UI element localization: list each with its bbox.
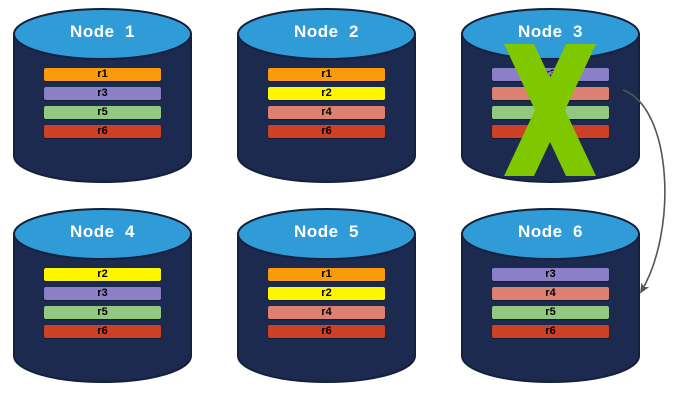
replica-bar[interactable]: r6 <box>492 325 609 338</box>
replica-bar[interactable]: r3 <box>492 68 609 81</box>
replica-bar[interactable]: r4 <box>492 87 609 100</box>
replica-label: r1 <box>321 268 332 280</box>
replica-label: r6 <box>545 325 556 337</box>
replica-list: r1 r2 r4 r6 <box>268 68 385 144</box>
replica-bar[interactable]: r1 <box>268 68 385 81</box>
replica-bar[interactable]: r4 <box>492 287 609 300</box>
replica-list: r1 r3 r5 r6 <box>44 68 161 144</box>
replica-bar[interactable]: r6 <box>268 125 385 138</box>
replica-bar[interactable]: r4 <box>268 306 385 319</box>
replica-label: r2 <box>321 287 332 299</box>
replica-label: r4 <box>321 106 332 118</box>
cylinder-top <box>461 8 640 60</box>
replica-list: r3 r4 r5 r6 <box>492 268 609 344</box>
replica-list: r1 r2 r4 r6 <box>268 268 385 344</box>
replica-bar[interactable]: r5 <box>44 306 161 319</box>
replica-label: r6 <box>545 125 556 137</box>
replica-list: r2 r3 r5 r6 <box>44 268 161 344</box>
replica-label: r5 <box>545 306 556 318</box>
replica-label: r3 <box>97 287 108 299</box>
replica-label: r6 <box>321 325 332 337</box>
replica-bar[interactable]: r3 <box>44 87 161 100</box>
replica-bar[interactable]: r6 <box>492 125 609 138</box>
replica-label: r5 <box>97 106 108 118</box>
replica-label: r3 <box>97 87 108 99</box>
replica-bar[interactable]: r6 <box>268 325 385 338</box>
cylinder-top <box>13 208 192 260</box>
replica-bar[interactable]: r6 <box>44 325 161 338</box>
replica-bar[interactable]: r2 <box>268 87 385 100</box>
replica-label: r1 <box>97 68 108 80</box>
replica-bar[interactable]: r2 <box>44 268 161 281</box>
cylinder-top <box>461 208 640 260</box>
replica-label: r5 <box>545 106 556 118</box>
cylinder-top <box>237 8 416 60</box>
replica-bar[interactable]: r5 <box>44 106 161 119</box>
replica-list: r3 r4 r5 r6 <box>492 68 609 144</box>
replica-bar[interactable]: r5 <box>492 306 609 319</box>
replica-bar[interactable]: r5 <box>492 106 609 119</box>
replica-label: r6 <box>97 325 108 337</box>
replica-bar[interactable]: r6 <box>44 125 161 138</box>
replica-bar[interactable]: r3 <box>492 268 609 281</box>
replica-label: r3 <box>545 268 556 280</box>
replica-label: r2 <box>97 268 108 280</box>
replica-label: r6 <box>97 125 108 137</box>
replica-bar[interactable]: r3 <box>44 287 161 300</box>
replica-label: r2 <box>321 87 332 99</box>
replica-bar[interactable]: r1 <box>44 68 161 81</box>
cylinder-top <box>237 208 416 260</box>
replica-label: r4 <box>545 287 556 299</box>
replica-bar[interactable]: r2 <box>268 287 385 300</box>
replica-label: r4 <box>545 87 556 99</box>
replica-label: r1 <box>321 68 332 80</box>
replica-label: r3 <box>545 68 556 80</box>
replica-bar[interactable]: r1 <box>268 268 385 281</box>
replica-label: r6 <box>321 125 332 137</box>
replica-bar[interactable]: r4 <box>268 106 385 119</box>
cylinder-top <box>13 8 192 60</box>
replica-label: r4 <box>321 306 332 318</box>
replica-label: r5 <box>97 306 108 318</box>
